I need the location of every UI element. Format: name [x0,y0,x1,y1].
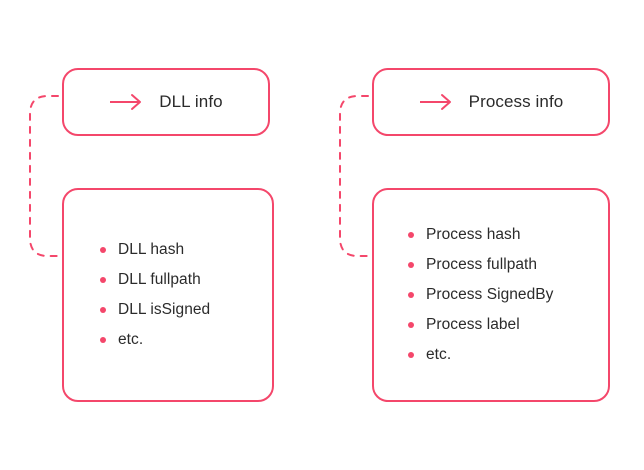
list-item: etc. [100,327,272,353]
list-box-process-info: Process hash Process fullpath Process Si… [372,188,610,402]
list-item-label: Process SignedBy [426,286,554,303]
list-item: etc. [408,342,608,368]
bullet-dot-icon [100,307,106,313]
list-item: Process fullpath [408,252,608,278]
bullet-dot-icon [408,322,414,328]
header-label-process-info: Process info [468,92,564,111]
bullet-dot-icon [100,247,106,253]
list-item-label: DLL isSigned [118,301,211,318]
arrow-right-icon [419,94,451,110]
bullet-dot-icon [408,232,414,238]
dashed-bracket-connector-process [339,95,395,257]
list-item: Process label [408,312,608,338]
bullet-dot-icon [100,337,106,343]
list-item-label: Process label [426,316,520,333]
group-dll-info: DLL info DLL hash DLL fullpath DLL isSig… [29,68,274,402]
bullet-dot-icon [100,277,106,283]
arrow-right-icon [110,94,142,110]
list-item: Process SignedBy [408,282,608,308]
list-box-dll-info: DLL hash DLL fullpath DLL isSigned etc. [62,188,274,402]
list-item-label: Process fullpath [426,256,538,273]
item-list-process-info: Process hash Process fullpath Process Si… [374,218,608,372]
header-box-process-info[interactable]: Process info [372,68,610,136]
list-item: DLL hash [100,237,272,263]
list-item: DLL fullpath [100,267,272,293]
list-item-label: DLL fullpath [118,271,201,288]
bullet-dot-icon [408,292,414,298]
list-item-label: etc. [118,331,144,348]
list-item: Process hash [408,222,608,248]
group-process-info: Process info Process hash Process fullpa… [322,0,644,470]
dashed-bracket-connector-dll [29,95,85,257]
list-item: DLL isSigned [100,297,272,323]
header-label-dll-info: DLL info [159,92,223,111]
bullet-dot-icon [408,352,414,358]
list-item-label: DLL hash [118,241,185,258]
bullet-dot-icon [408,262,414,268]
item-list-dll-info: DLL hash DLL fullpath DLL isSigned etc. [64,233,272,357]
header-box-dll-info[interactable]: DLL info [62,68,270,136]
list-item-label: etc. [426,346,452,363]
list-item-label: Process hash [426,226,521,243]
